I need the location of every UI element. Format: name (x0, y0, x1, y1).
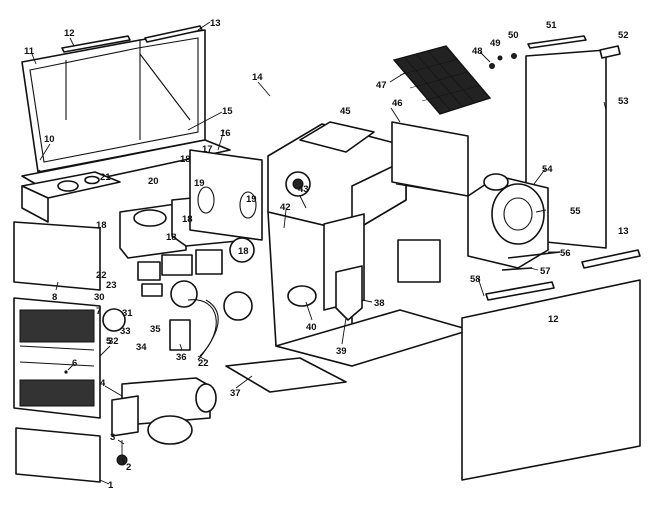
label-56: 56 (560, 248, 571, 259)
clip-52 (599, 45, 621, 59)
front-grille-panel (13, 297, 101, 419)
large-access-door (461, 279, 641, 481)
blower-assembly (467, 173, 549, 269)
label-5: 5 (106, 336, 112, 347)
label-2: 2 (126, 462, 131, 473)
label-1: 1 (108, 480, 114, 491)
terminal-block-35 (169, 319, 191, 351)
label-12-top: 12 (64, 28, 75, 39)
label-13-right: 13 (618, 226, 629, 237)
label-12-right: 12 (548, 314, 559, 325)
label-32: 32 (108, 336, 119, 347)
label-4: 4 (100, 378, 106, 389)
rail-56 (507, 251, 561, 259)
burner-assembly (111, 377, 217, 466)
rail-12-right (485, 281, 555, 301)
label-58: 58 (470, 274, 481, 285)
label-19-a: 19 (194, 178, 205, 189)
label-7: 7 (96, 306, 101, 317)
label-18-e: 18 (182, 214, 193, 225)
wire-harness-36 (197, 299, 219, 361)
label-57: 57 (540, 266, 551, 277)
label-6: 6 (72, 358, 77, 369)
label-55: 55 (570, 206, 581, 217)
label-13-top: 13 (210, 18, 221, 29)
label-45: 45 (340, 106, 351, 117)
rail-57 (501, 267, 533, 271)
screw-50 (511, 53, 517, 59)
round-plate-c (229, 237, 255, 263)
label-40: 40 (306, 322, 317, 333)
label-20: 20 (148, 176, 159, 187)
label-22-b: 22 (198, 358, 209, 369)
leader-lines (31, 21, 607, 485)
label-54: 54 (542, 164, 553, 175)
label-18-a: 18 (180, 154, 191, 165)
screw-49 (497, 55, 503, 61)
label-47: 47 (376, 80, 387, 91)
top-right-rail-strip (144, 25, 203, 43)
label-52: 52 (618, 30, 629, 41)
top-rail-strip (61, 35, 131, 53)
rail-13-right (581, 249, 641, 269)
label-35: 35 (150, 324, 161, 335)
label-17: 17 (202, 144, 213, 155)
label-31: 31 (122, 308, 133, 319)
cabinet-base (225, 183, 471, 393)
heat-exchanger (267, 121, 407, 367)
round-plate-a (170, 280, 198, 308)
label-19-b: 19 (246, 194, 257, 205)
front-upper-panel (13, 221, 101, 291)
label-46: 46 (392, 98, 403, 109)
label-10: 10 (44, 134, 55, 145)
label-53: 53 (618, 96, 629, 107)
bracket-23 (141, 283, 163, 297)
label-3: 3 (110, 432, 115, 443)
label-34: 34 (136, 342, 147, 353)
control-box (137, 249, 223, 281)
wire-harness-22 (187, 299, 217, 357)
label-37: 37 (230, 388, 241, 399)
top-right-strip-51 (527, 35, 587, 49)
label-18-d: 18 (238, 246, 249, 257)
screw-48 (489, 63, 495, 69)
label-23: 23 (106, 280, 117, 291)
label-15: 15 (222, 106, 233, 117)
label-30: 30 (94, 292, 105, 303)
label-18-b: 18 (96, 220, 107, 231)
label-39: 39 (336, 346, 347, 357)
access-opening (397, 239, 441, 283)
label-8: 8 (52, 292, 57, 303)
label-18-c: 18 (166, 232, 177, 243)
label-42: 42 (280, 202, 291, 213)
plate-16 (189, 149, 263, 241)
label-11: 11 (24, 46, 35, 57)
label-33: 33 (120, 326, 131, 337)
back-panel (391, 121, 469, 197)
label-38: 38 (374, 298, 385, 309)
label-50: 50 (508, 30, 519, 41)
round-plate-b (223, 291, 253, 321)
label-14: 14 (252, 72, 263, 83)
front-bottom-panel (15, 427, 101, 483)
label-36: 36 (176, 352, 187, 363)
label-43: 43 (298, 184, 309, 195)
label-49: 49 (490, 38, 501, 49)
part-number-labels: 1 2 3 4 5 6 7 8 10 11 12 13 14 15 16 17 … (24, 18, 629, 491)
top-pan (21, 171, 121, 223)
label-16: 16 (220, 128, 231, 139)
flame-sight-disc (102, 308, 126, 332)
air-filter (392, 45, 492, 115)
label-51: 51 (546, 20, 557, 31)
label-48: 48 (472, 46, 483, 57)
label-22-a: 22 (96, 270, 107, 281)
label-21: 21 (100, 172, 111, 183)
